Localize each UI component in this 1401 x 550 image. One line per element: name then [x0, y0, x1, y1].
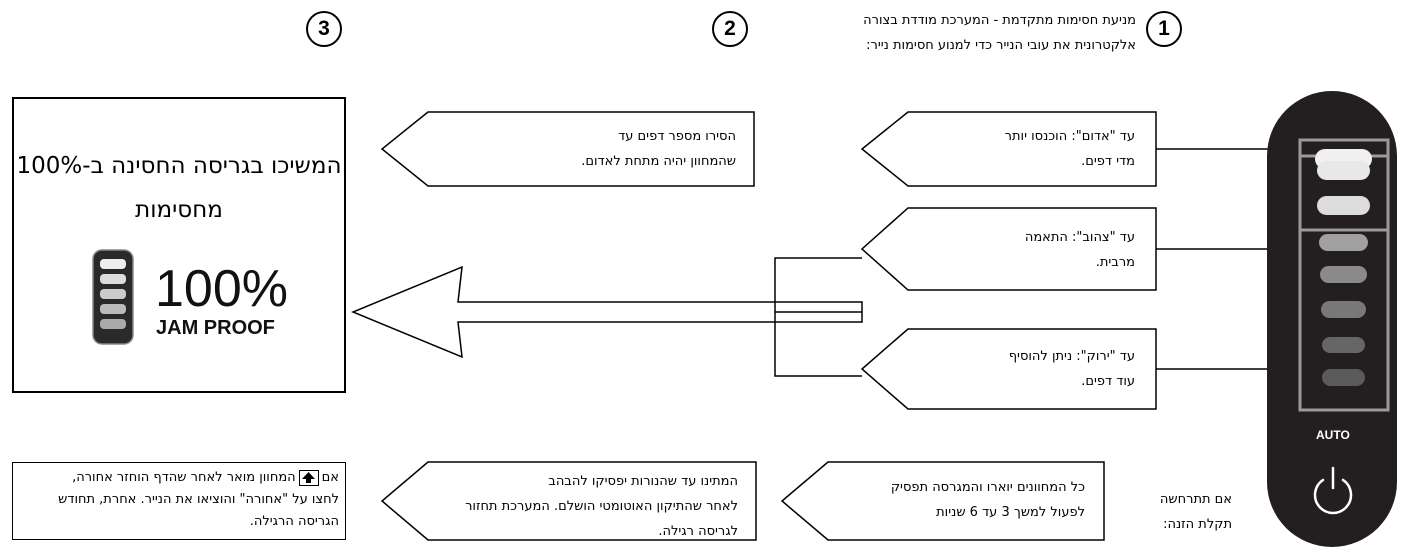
jam-text: אם תתרחשה תקלת הזנה:	[1159, 492, 1232, 532]
intro-text: מניעת חסימות מתקדמת - המערכת מודדת בצורה…	[863, 13, 1136, 53]
callout-wait-shape	[380, 461, 757, 541]
reverse-instructions-box: אם המחוון מואר לאחר שהדף הוחזר אחורה, לחצ…	[12, 462, 346, 540]
reverse-instructions: אם המחוון מואר לאחר שהדף הוחזר אחורה, לחצ…	[21, 467, 339, 533]
led-7	[1322, 337, 1365, 353]
callout-remove-text: הסירו מספר דפים עד שהמחוון יהיה מתחת לאד…	[581, 129, 736, 169]
power-icon	[1313, 466, 1353, 515]
callout-remove-shape	[380, 111, 755, 187]
led-3	[1317, 196, 1370, 215]
led-2	[1317, 161, 1370, 180]
callout-red-text: עד "אדום": הוכנסו יותר מדי דפים.	[1004, 129, 1135, 169]
reverse-text-part2: המחוון מואר לאחר שהדף הוחזר אחורה,	[72, 470, 296, 485]
wait-text: המתינו עד שהנורות יפסיקו להבהב לאחר שהתי…	[465, 474, 738, 539]
jam-proof-label: JAM PROOF	[156, 317, 275, 339]
callout-yellow-shape	[860, 207, 1157, 291]
lights-stop-text: כל המחוונים יוארו והמגרסה תפסיק לפעול למ…	[890, 480, 1085, 520]
jam-proof-percent: 100%	[155, 260, 288, 318]
reverse-text-rest: לחצו על "אחורה" והוציאו את הנייר. אחרת, …	[58, 492, 339, 529]
big-left-arrow	[351, 265, 863, 359]
callout-green-shape	[860, 328, 1157, 410]
step-1-circle: 1	[1146, 11, 1182, 47]
led-8	[1322, 369, 1365, 386]
callout-lights-shape	[780, 461, 1105, 541]
result-title: המשיכו בגריסה החסינה ב-100% מחסימות	[16, 153, 342, 223]
jam-proof-indicator-icon	[92, 249, 134, 345]
reverse-text-part1: אם	[321, 470, 339, 485]
led-5	[1320, 266, 1367, 283]
step-3-circle: 3	[306, 11, 342, 47]
callout-yellow-text: עד "צהוב": התאמה מרבית.	[1024, 230, 1135, 270]
led-6	[1321, 301, 1366, 318]
step-2-circle: 2	[712, 11, 748, 47]
reverse-arrow-icon	[298, 469, 319, 486]
led-4	[1319, 234, 1368, 251]
callout-red-shape	[860, 111, 1157, 187]
callout-green-text: עד "ירוק": ניתן להוסיף עוד דפים.	[1008, 349, 1135, 389]
auto-label: AUTO	[1316, 428, 1350, 442]
result-box: המשיכו בגריסה החסינה ב-100% מחסימות 100%…	[12, 97, 346, 393]
